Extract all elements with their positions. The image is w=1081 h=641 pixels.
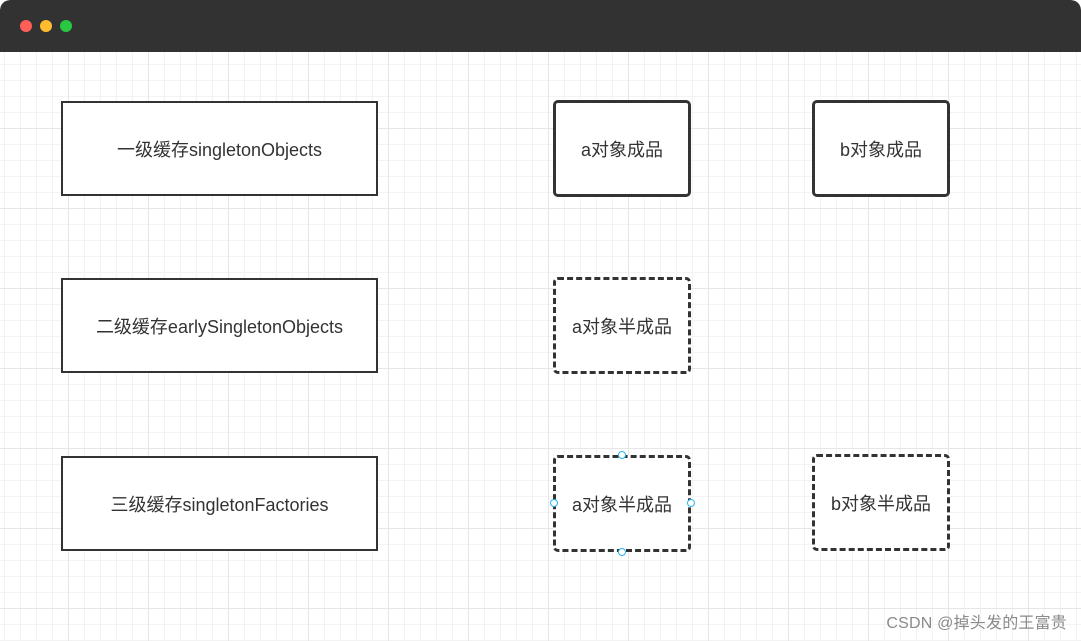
b-half-object-level3-label: b对象半成品 — [830, 493, 931, 514]
b-complete-object-label: b对象成品 — [839, 139, 922, 160]
connection-handle-top[interactable] — [618, 451, 626, 459]
a-half-object-level3-box[interactable]: a对象半成品 — [553, 455, 691, 552]
cache-level-2-label: 二级缓存earlySingletonObjects — [95, 316, 344, 337]
a-half-object-level3-label: a对象半成品 — [571, 494, 672, 515]
title-bar — [0, 0, 1081, 52]
a-half-object-level2-box[interactable]: a对象半成品 — [553, 277, 691, 374]
cache-level-1-label: 一级缓存singletonObjects — [116, 139, 323, 160]
cache-level-3-label: 三级缓存singletonFactories — [110, 494, 329, 515]
cache-level-3-box[interactable]: 三级缓存singletonFactories — [61, 456, 378, 551]
a-complete-object-box[interactable]: a对象成品 — [553, 100, 691, 197]
close-window-icon[interactable] — [20, 20, 32, 32]
a-complete-object-label: a对象成品 — [580, 139, 663, 160]
cache-level-1-box[interactable]: 一级缓存singletonObjects — [61, 101, 378, 196]
b-complete-object-box[interactable]: b对象成品 — [812, 100, 950, 197]
csdn-watermark: CSDN @掉头发的王富贵 — [886, 615, 1067, 632]
a-half-object-level2-label: a对象半成品 — [571, 316, 672, 337]
connection-handle-left[interactable] — [550, 499, 558, 507]
connection-handle-bottom[interactable] — [618, 548, 626, 556]
connection-handle-right[interactable] — [687, 499, 695, 507]
cache-level-2-box[interactable]: 二级缓存earlySingletonObjects — [61, 278, 378, 373]
b-half-object-level3-box[interactable]: b对象半成品 — [812, 454, 950, 551]
minimize-window-icon[interactable] — [40, 20, 52, 32]
maximize-window-icon[interactable] — [60, 20, 72, 32]
